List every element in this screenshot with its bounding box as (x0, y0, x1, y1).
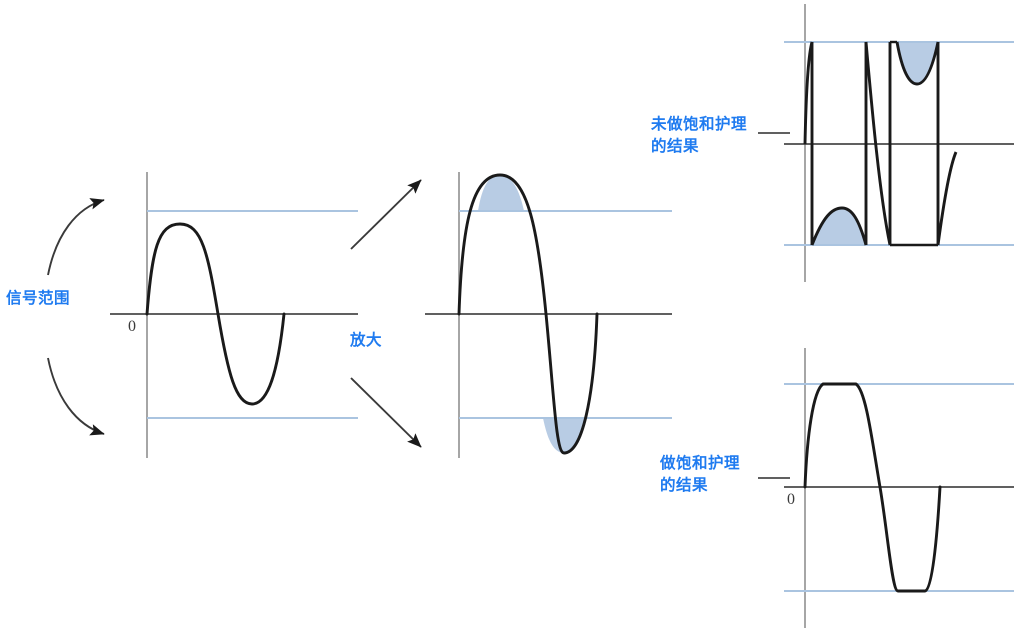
panel-amplified-signal (425, 172, 672, 458)
source-sine-curve (145, 222, 286, 406)
arrow-range-lower (47, 357, 105, 436)
overflow-seg-arc-high (895, 41, 940, 86)
overflow-seg-arc-low (810, 206, 868, 246)
amplify-arrows (350, 179, 422, 448)
label-without-saturation: 未做饱和护理 的结果 (651, 115, 748, 155)
overflow-seg-rise-final (936, 151, 958, 246)
label-zero-saturated: 0 (787, 491, 795, 508)
saturated-clamped-curve (803, 382, 942, 593)
arrow-amplify-upper (350, 179, 422, 250)
panel-source-signal (110, 172, 358, 458)
overflow-seg-fall-1 (864, 41, 892, 246)
label-signal-range: 信号范围 (6, 289, 71, 307)
panel-saturated-result (784, 348, 1014, 628)
arrow-range-upper (47, 198, 105, 276)
label-with-saturation: 做饱和护理 的结果 (660, 454, 741, 494)
overflow-lower-wrap-fill (812, 208, 866, 245)
panel-overflow-result (784, 4, 1014, 282)
label-zero-source: 0 (128, 318, 136, 335)
arrow-amplify-lower (350, 377, 422, 448)
amplified-upper-clip-fill (478, 175, 524, 211)
signal-range-arrows (47, 198, 105, 436)
amplified-sine-curve (457, 173, 599, 455)
label-amplify: 放大 (350, 331, 383, 349)
panel-connectors (758, 132, 790, 479)
